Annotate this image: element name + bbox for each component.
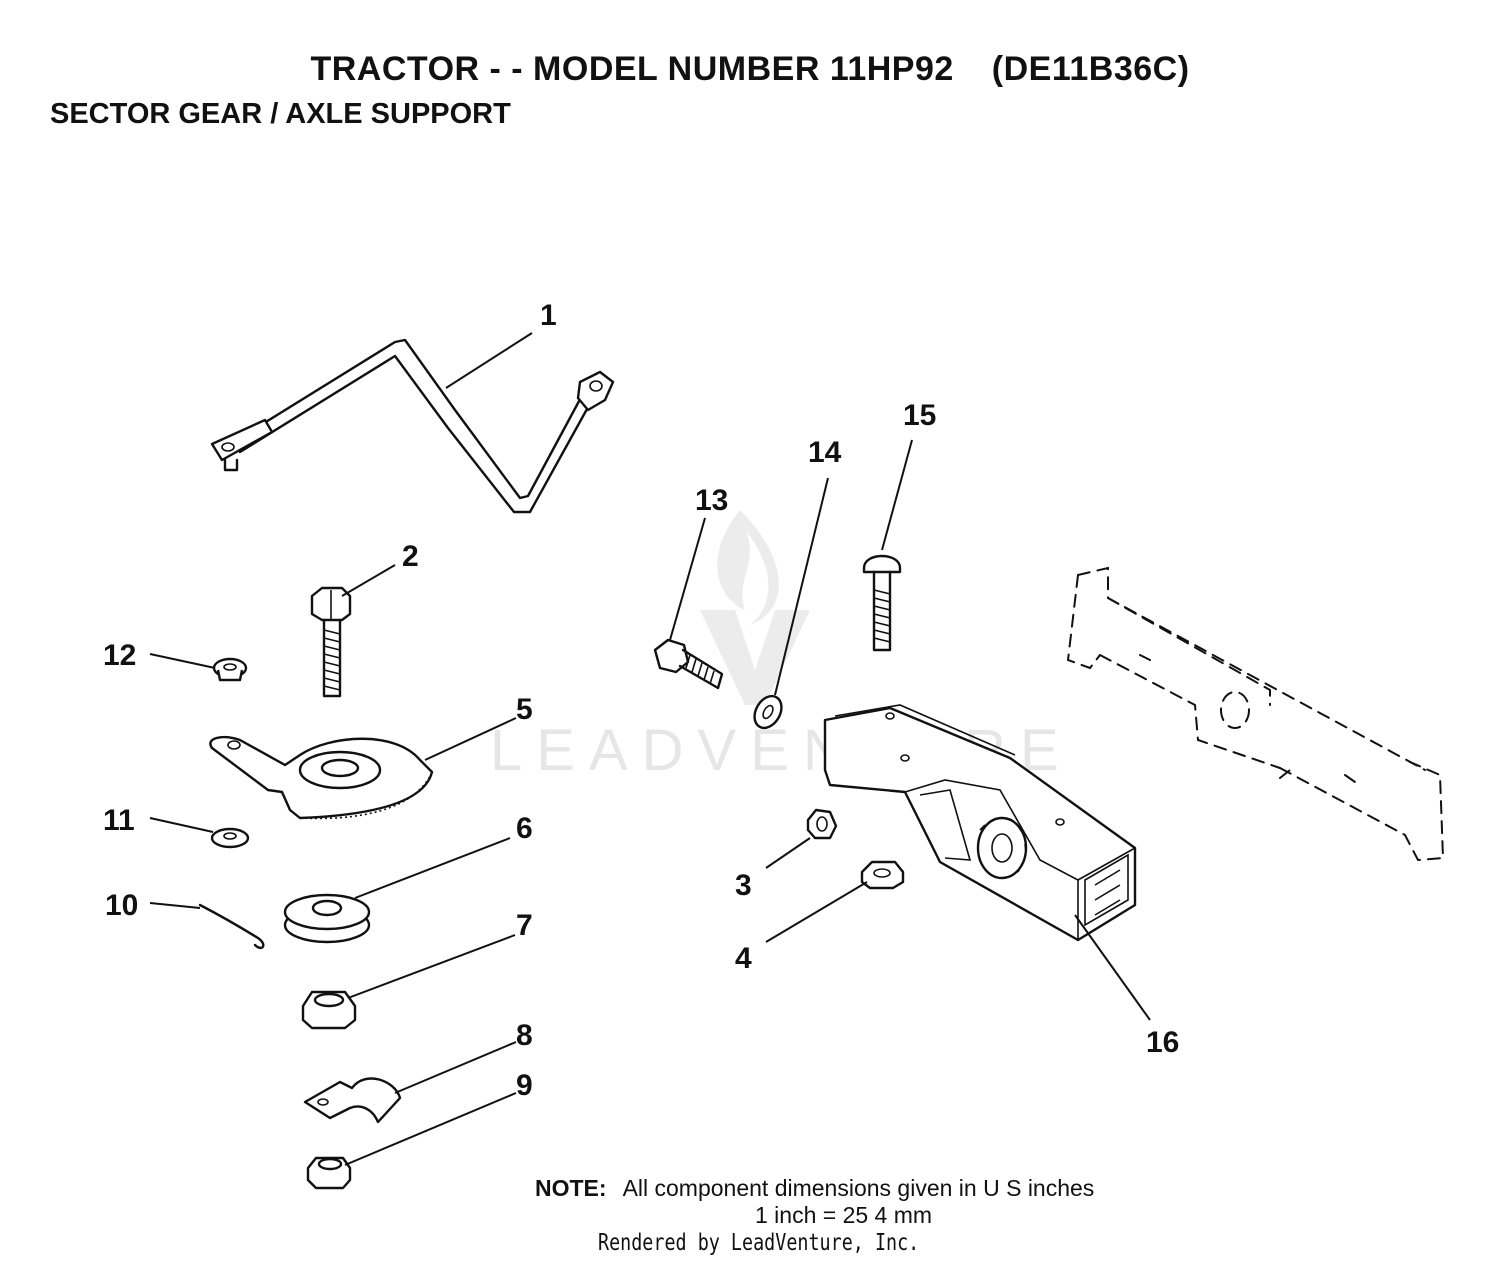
callout-9: 9	[516, 1069, 533, 1102]
page-subtitle: SECTOR GEAR / AXLE SUPPORT	[50, 98, 511, 130]
part-9-jam-nut[interactable]: 9	[306, 1069, 533, 1190]
callout-16: 16	[1146, 1026, 1179, 1059]
callout-3: 3	[735, 869, 752, 902]
callout-14: 14	[808, 436, 842, 469]
part-13-hex-bolt[interactable]: 13	[653, 484, 728, 690]
part-11-washer[interactable]: 11	[103, 804, 250, 849]
callout-13: 13	[695, 484, 728, 517]
callout-2: 2	[402, 540, 419, 573]
callout-7: 7	[516, 909, 533, 942]
note-label: NOTE:	[535, 1175, 607, 1201]
part-7-hex-nut[interactable]: 7	[301, 909, 533, 1030]
watermark-v-icon	[700, 610, 810, 705]
note-conversion: 1 inch = 25 4 mm	[755, 1202, 933, 1228]
part-4-nut[interactable]: 4	[735, 860, 905, 975]
callout-6: 6	[516, 812, 533, 845]
title-model: TRACTOR - - MODEL NUMBER 11HP92	[310, 50, 954, 88]
callout-10: 10	[105, 889, 138, 922]
part-5-sector-gear[interactable]: 5	[209, 693, 533, 820]
part-6-bushing[interactable]: 6	[283, 812, 533, 944]
callout-5: 5	[516, 693, 533, 726]
callout-11: 11	[103, 804, 135, 837]
callout-1: 1	[540, 299, 557, 332]
page-title: TRACTOR - - MODEL NUMBER 11HP92 (DE11B36…	[0, 50, 1500, 89]
note-dimensions: NOTE: All component dimensions given in U…	[535, 1175, 1094, 1202]
part-2-hex-bolt[interactable]: 2	[310, 540, 419, 698]
callout-4: 4	[735, 942, 752, 975]
callout-8: 8	[516, 1019, 533, 1052]
part-14-washer[interactable]: 14	[749, 436, 842, 733]
part-15-carriage-bolt[interactable]: 15	[862, 399, 936, 652]
part-12-flange-nut[interactable]: 12	[103, 639, 248, 682]
part-8-clip[interactable]: 8	[303, 1019, 533, 1124]
footer-credit: Rendered by LeadVenture, Inc.	[598, 1230, 920, 1256]
note-text: All component dimensions given in U S in…	[622, 1175, 1095, 1201]
title-code: (DE11B36C)	[991, 50, 1190, 88]
callout-12: 12	[103, 639, 136, 672]
part-1-drag-link[interactable]: 1	[210, 299, 615, 514]
part-16-axle-support[interactable]: 16	[823, 704, 1179, 1059]
part-10-cotter-pin[interactable]: 10	[105, 889, 265, 950]
watermark-flame-icon	[717, 510, 779, 625]
reference-front-axle-dashed	[1066, 566, 1445, 862]
part-3-nut[interactable]: 3	[735, 808, 838, 902]
callout-15: 15	[903, 399, 936, 432]
